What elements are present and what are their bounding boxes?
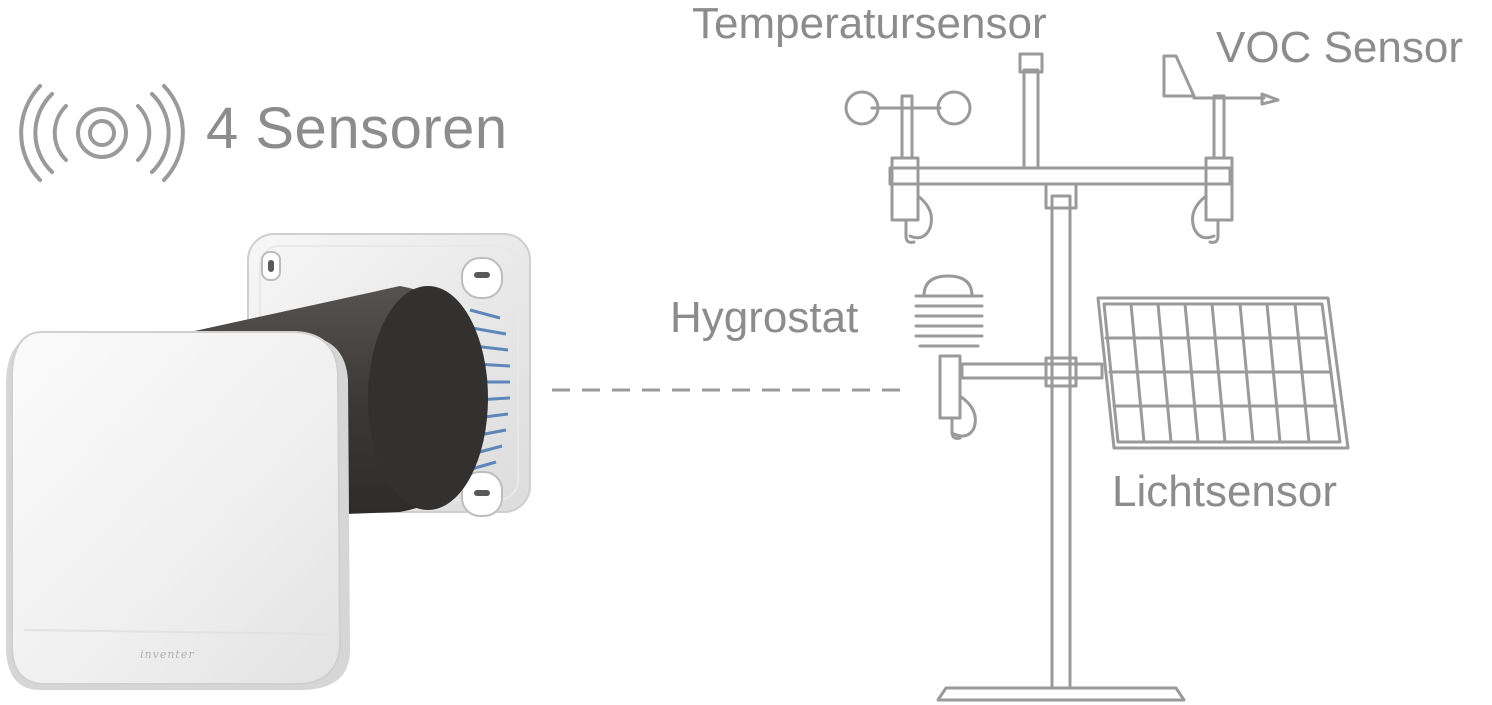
device-brand-logo: inventer [140,648,195,661]
fan-icon [467,308,511,472]
ventilation-device [6,233,531,690]
wireless-signal-icon [19,84,185,182]
anemometer-icon [844,90,972,244]
light-sensor-label: Lichtsensor [1112,467,1338,516]
weather-station-icon [844,52,1350,702]
temperature-sensor-label: Temperatursensor [692,0,1047,48]
sensor-count-heading: 4 Sensoren [206,96,508,161]
hygrostat-label: Hygrostat [670,293,859,342]
hygrostat-icon [914,274,984,440]
wind-vane-icon [1162,54,1280,244]
solar-panel-icon [1096,296,1350,450]
voc-sensor-label: VOC Sensor [1216,23,1463,72]
